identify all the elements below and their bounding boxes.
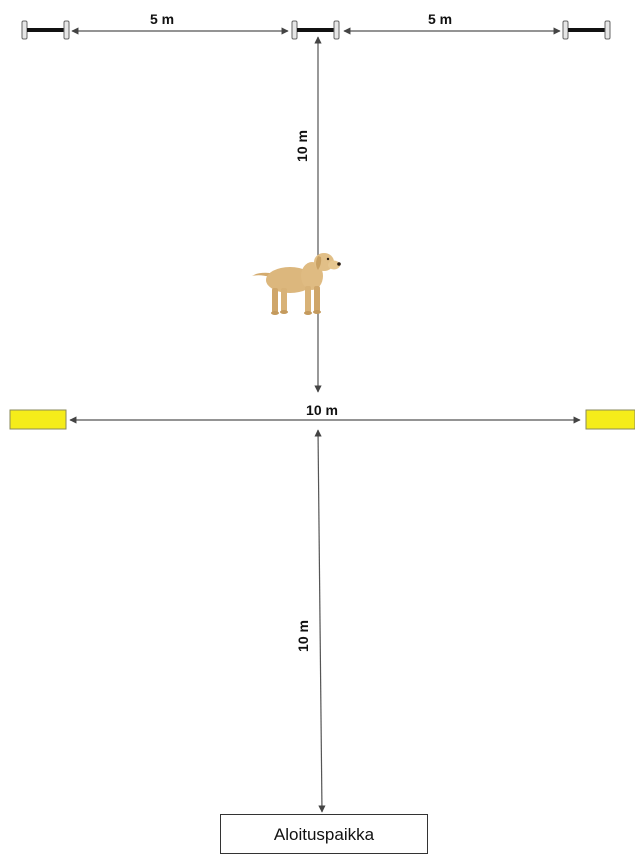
start-position-label: Aloituspaikka <box>273 825 375 844</box>
lower-vertical-arrow <box>314 429 326 813</box>
yellow-marker-left <box>9 409 67 430</box>
top-right-distance: 5 m <box>428 11 452 27</box>
dog-icon <box>252 253 341 315</box>
top-left-distance: 5 m <box>150 11 174 27</box>
dumbbell-icon-right <box>562 20 611 40</box>
dumbbell-icon-center <box>291 20 340 40</box>
horizontal-distance: 10 m <box>306 402 338 418</box>
dumbbell-icon-left <box>21 20 70 40</box>
yellow-marker-right <box>585 409 635 430</box>
lower-vertical-distance: 10 m <box>295 620 311 652</box>
start-position-box: Aloituspaikka <box>220 814 428 854</box>
upper-vertical-distance: 10 m <box>294 130 310 162</box>
